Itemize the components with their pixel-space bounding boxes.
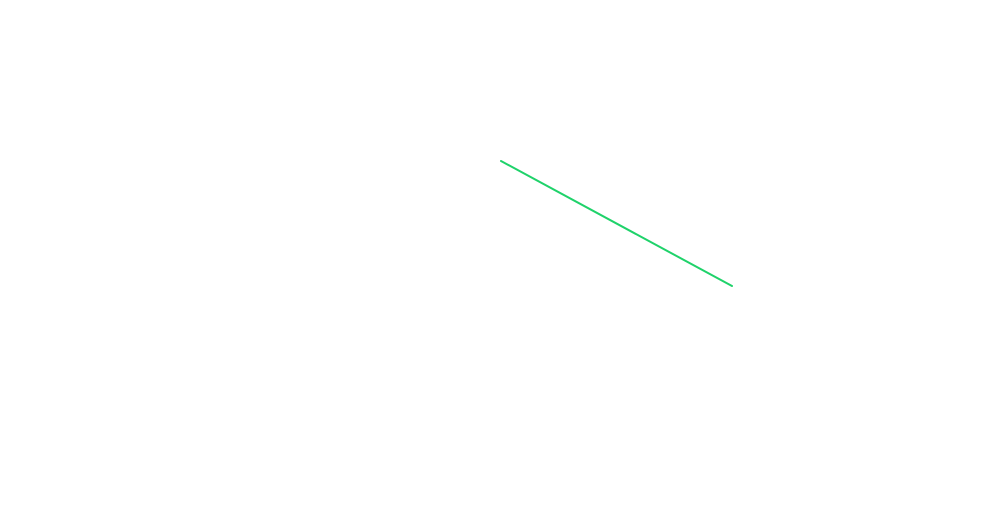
green-diagonal-line [500,160,733,287]
